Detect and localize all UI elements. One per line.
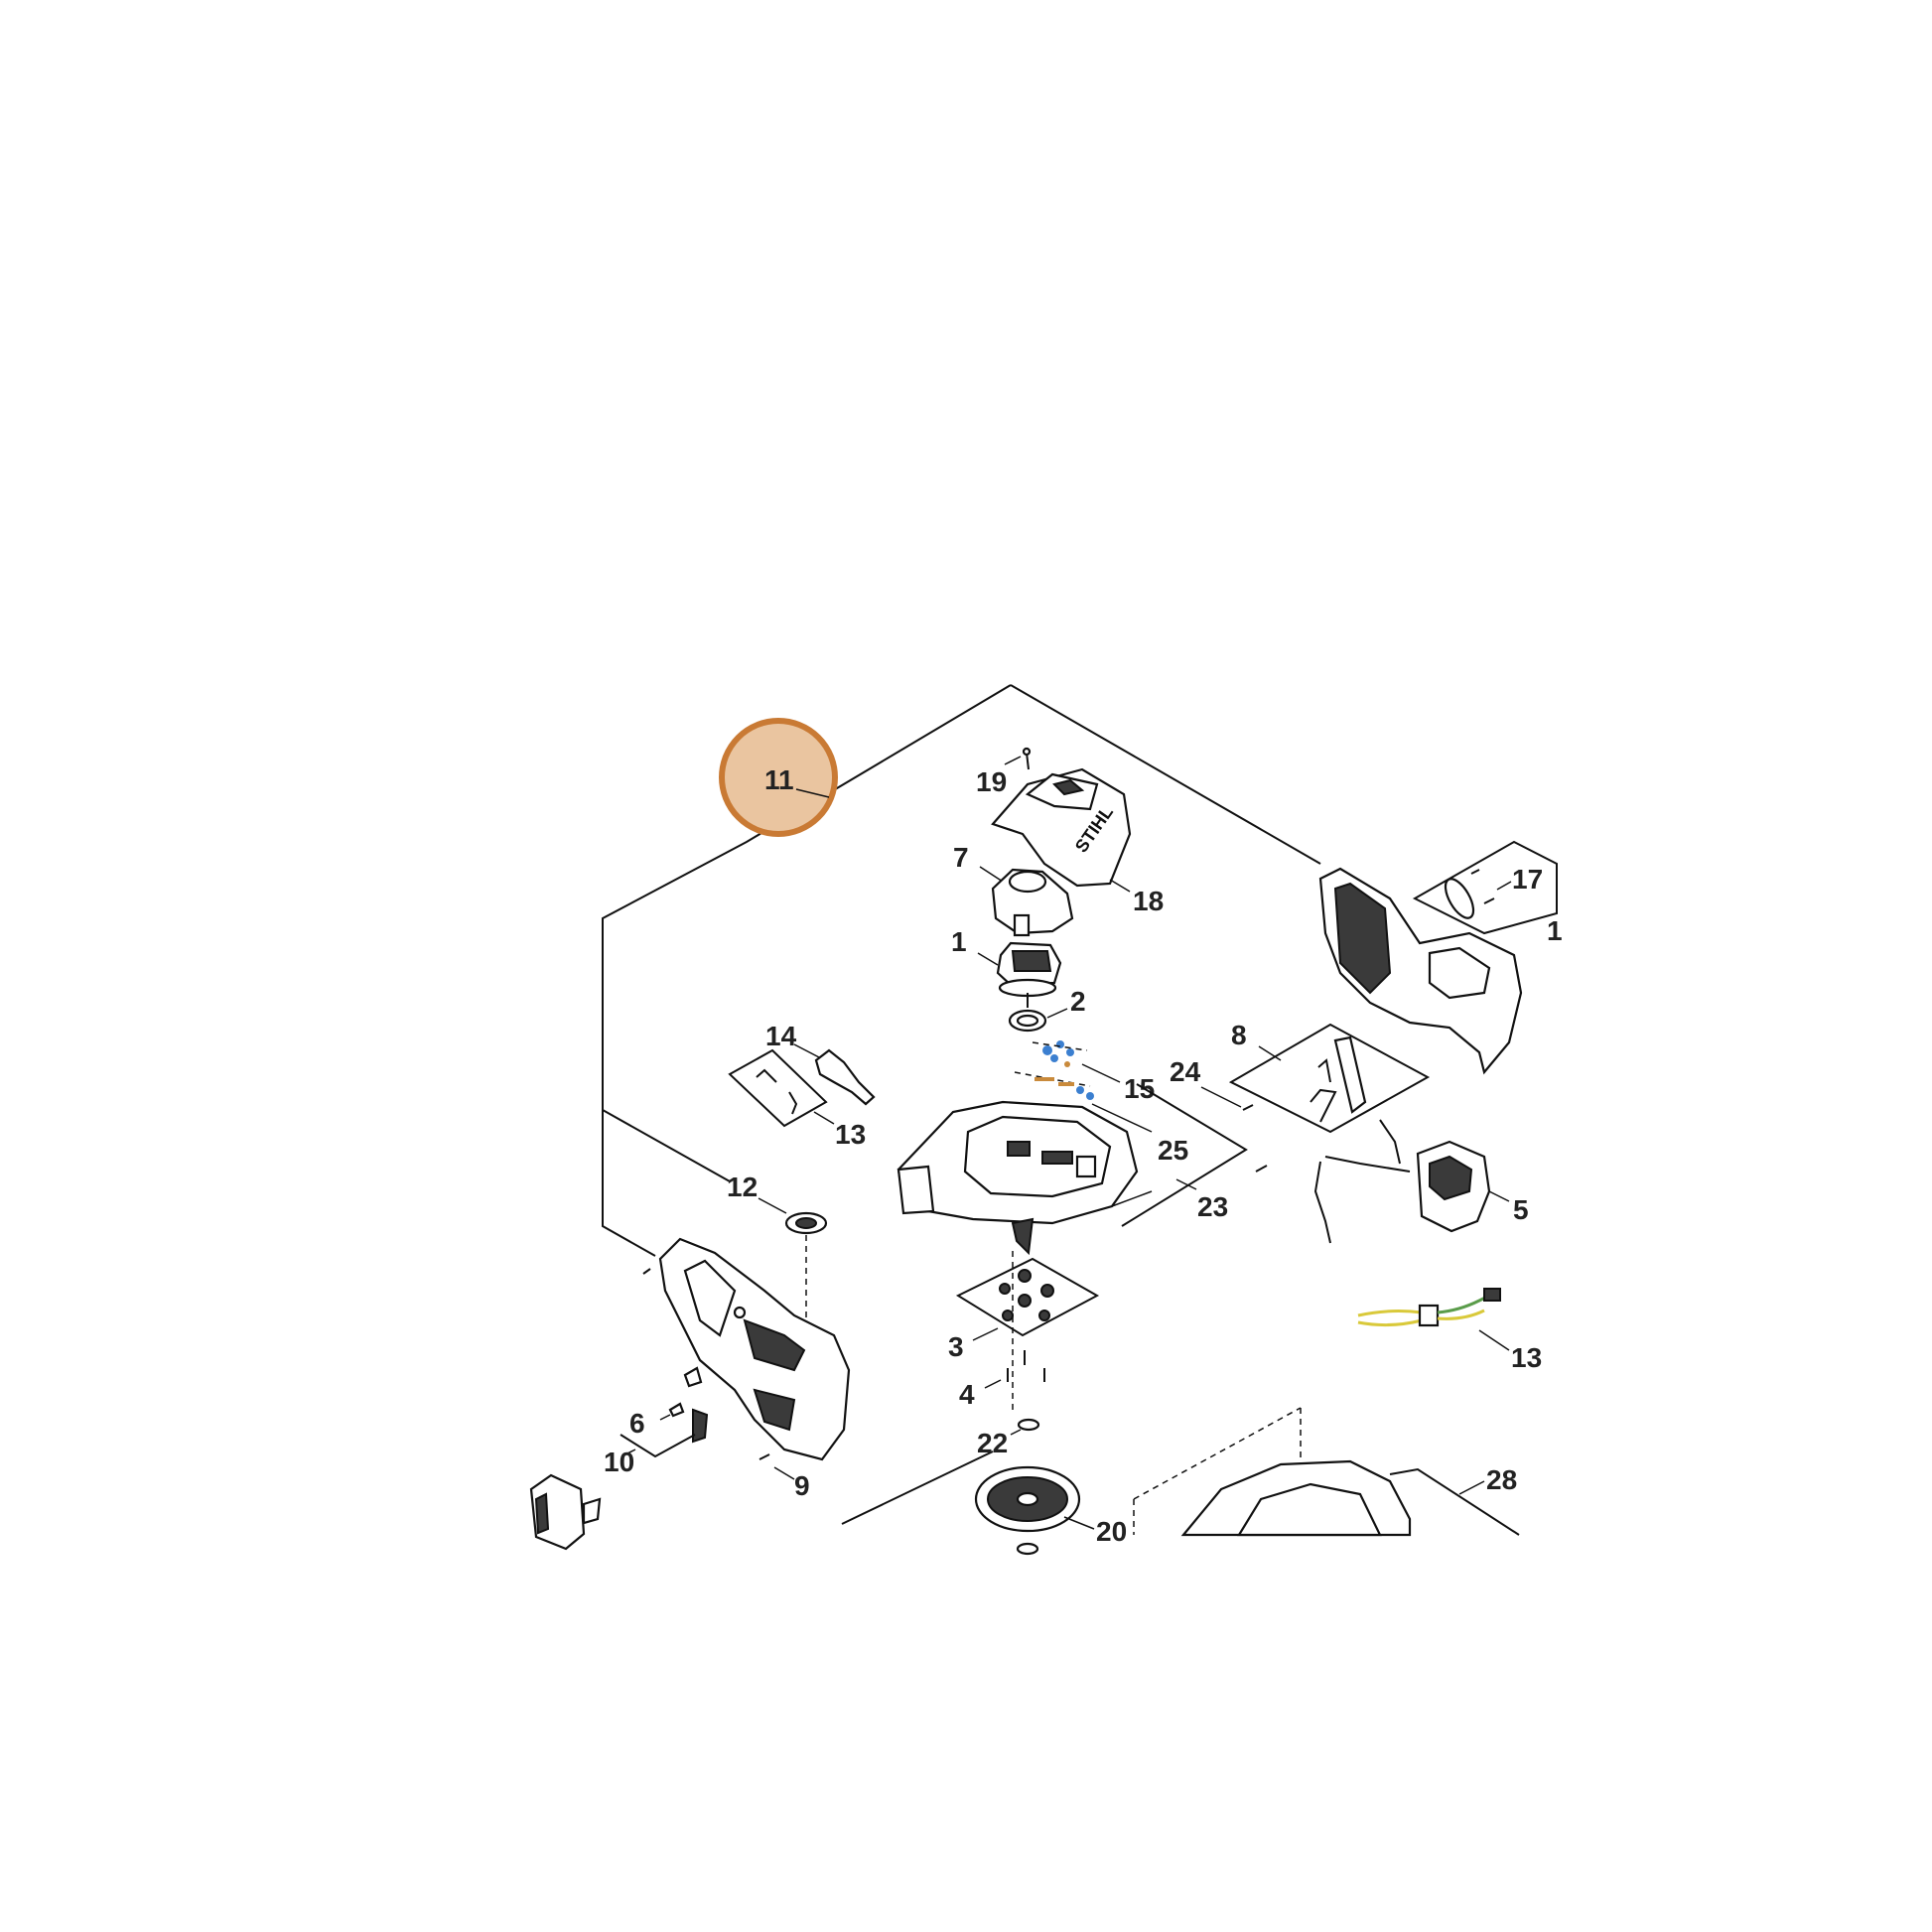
part-5-electronics xyxy=(1313,1119,1510,1244)
highlight-circle xyxy=(719,718,838,837)
callout-15[interactable]: 13 xyxy=(835,1119,866,1150)
callout-7[interactable]: 7 xyxy=(953,842,969,873)
callout-5[interactable]: 5 xyxy=(1513,1194,1529,1225)
part-15-spring-kit xyxy=(728,1048,835,1128)
callout-13-upper[interactable]: 24 xyxy=(1170,1056,1201,1087)
callout-label-11: 11 xyxy=(764,764,794,795)
part-7-motor-housing xyxy=(979,866,1074,937)
part-4-screws xyxy=(984,1350,1045,1389)
callout-28[interactable]: 28 xyxy=(1486,1464,1517,1495)
callout-6[interactable]: 13 xyxy=(1511,1342,1542,1373)
callout-1[interactable]: 1 xyxy=(951,926,967,957)
part-10-switch xyxy=(659,1402,709,1444)
callout-2[interactable]: 2 xyxy=(1070,986,1086,1017)
part-13-screw-lower xyxy=(759,1453,795,1480)
part-9-kit-frame xyxy=(620,1434,696,1458)
part-6-cable-harness xyxy=(1357,1288,1510,1351)
part-19-screw xyxy=(1004,747,1032,770)
callout-24[interactable]: 15 xyxy=(1124,1073,1155,1104)
part-handle-housing xyxy=(642,1237,851,1461)
callout-23[interactable]: 23 xyxy=(1197,1191,1228,1222)
part-22-washer xyxy=(841,1418,1040,1525)
part-battery-block xyxy=(529,1473,602,1551)
callout-4[interactable]: 4 xyxy=(959,1379,975,1410)
callout-1-edge[interactable]: 1 xyxy=(1547,915,1563,946)
part-20-fan-impeller xyxy=(974,1465,1095,1556)
part-25-small-parts xyxy=(1014,1071,1153,1133)
part-23-fan-housing xyxy=(897,1083,1248,1256)
callout-9[interactable]: 10 xyxy=(604,1447,634,1477)
callout-3[interactable]: 3 xyxy=(948,1331,964,1362)
callout-22[interactable]: 22 xyxy=(977,1428,1008,1458)
part-17-grip-kit xyxy=(1412,840,1558,935)
part-28-lower-housing xyxy=(1133,1407,1520,1537)
callout-20[interactable]: 20 xyxy=(1096,1516,1127,1547)
part-18-top-cover: STIHL xyxy=(991,767,1132,893)
callout-12[interactable]: 12 xyxy=(727,1172,758,1202)
callout-19[interactable]: 19 xyxy=(976,766,1007,797)
part-24-small-parts xyxy=(1032,1040,1121,1083)
part-8-lever-kit xyxy=(1228,1023,1431,1134)
callout-8[interactable]: 8 xyxy=(1231,1020,1247,1050)
part-1-motor xyxy=(977,941,1062,1008)
callout-18[interactable]: 18 xyxy=(1133,886,1164,916)
callout-17[interactable]: 17 xyxy=(1512,864,1543,895)
part-right-handle xyxy=(1318,867,1523,1075)
highlight-callout-11[interactable]: 11 xyxy=(719,718,838,837)
callout-10[interactable]: 6 xyxy=(629,1408,645,1439)
part-2-ring xyxy=(1008,1008,1068,1033)
part-3-damper-set xyxy=(955,1251,1100,1410)
callout-13-lower[interactable]: 9 xyxy=(794,1470,810,1501)
part-12-cap xyxy=(758,1197,828,1330)
part-14-trigger xyxy=(793,1043,876,1106)
part-13-screw-upper xyxy=(1200,1086,1268,1173)
callout-14[interactable]: 14 xyxy=(765,1021,797,1051)
callout-25[interactable]: 25 xyxy=(1158,1135,1188,1166)
